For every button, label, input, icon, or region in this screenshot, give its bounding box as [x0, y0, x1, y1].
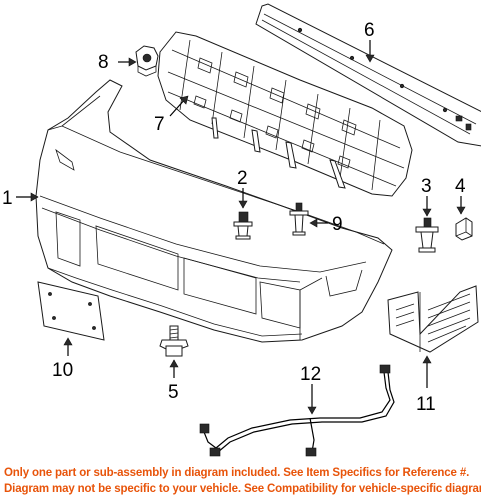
callout-8: 8 [98, 52, 109, 73]
callout-3: 3 [421, 176, 432, 197]
arrowheads [30, 54, 466, 415]
bumper-cover [35, 79, 393, 343]
push-retainer [289, 202, 309, 236]
callout-11: 11 [416, 394, 436, 415]
push-clip [233, 211, 253, 240]
callout-6: 6 [364, 20, 375, 41]
bracket-part-4 [455, 217, 473, 241]
clip-part-3 [415, 217, 439, 253]
license-plate-bracket [37, 281, 105, 341]
nut-part [135, 45, 159, 77]
disclaimer-footer: Only one part or sub-assembly in diagram… [0, 462, 481, 500]
callout-10: 10 [52, 360, 73, 381]
air-deflector [387, 285, 479, 353]
reinforcement-bar [255, 3, 481, 147]
disclaimer-line-2: Diagram may not be specific to your vehi… [4, 483, 481, 495]
callout-7: 7 [154, 114, 165, 135]
callout-5: 5 [168, 382, 179, 403]
disclaimer-line-1: Only one part or sub-assembly in diagram… [4, 467, 470, 479]
callout-2: 2 [237, 168, 248, 189]
wiring-harness [199, 364, 395, 457]
callout-12: 12 [300, 364, 321, 385]
bolt-part-5 [159, 325, 189, 357]
parts-diagram: 1 2 3 4 5 6 7 8 9 10 11 12 [2, 3, 481, 457]
callout-1: 1 [2, 188, 13, 209]
callout-4: 4 [455, 176, 466, 197]
energy-absorber [157, 31, 413, 197]
callout-9: 9 [332, 214, 343, 235]
